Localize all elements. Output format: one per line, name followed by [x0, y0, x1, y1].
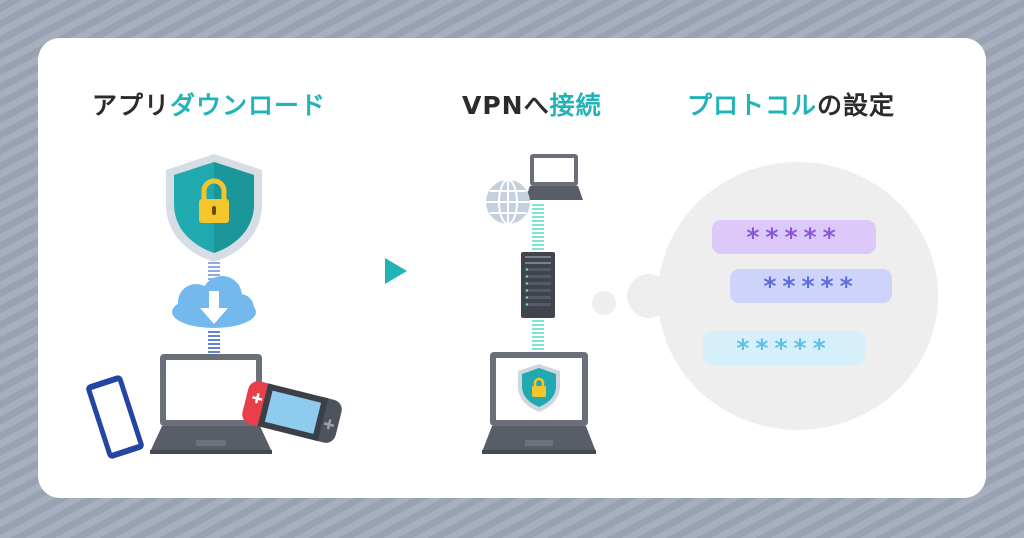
title-plain: アプリ — [92, 91, 171, 120]
title-accent: プロトコル — [687, 91, 818, 120]
server-icon — [521, 252, 555, 318]
smartphone-icon — [86, 375, 144, 459]
masked-password-1: ***** — [712, 220, 876, 254]
laptop-shield-icon — [482, 352, 596, 454]
title-tail: の設定 — [817, 91, 896, 120]
title-plain: VPNへ — [462, 91, 550, 120]
masked-password-2: ***** — [730, 269, 892, 303]
title-accent: 接続 — [549, 91, 602, 120]
cloud-download-icon — [172, 276, 256, 328]
connector-dashes-4 — [532, 320, 544, 350]
shield-lock-icon — [166, 154, 262, 262]
masked-password-3: ***** — [703, 331, 865, 365]
laptop-small-icon — [525, 154, 583, 200]
connector-dashes-2 — [208, 331, 220, 353]
step-title-app-download: アプリダウンロード — [92, 86, 326, 122]
step-title-vpn-connect: VPNへ接続 — [462, 86, 602, 122]
globe-icon — [486, 179, 530, 225]
connector-dashes-3 — [532, 204, 544, 250]
title-accent: ダウンロード — [170, 91, 327, 120]
laptop-icon — [150, 354, 272, 454]
game-console-icon — [242, 381, 342, 443]
step-title-protocol-settings: プロトコルの設定 — [687, 86, 895, 122]
next-arrow-icon — [385, 258, 407, 284]
